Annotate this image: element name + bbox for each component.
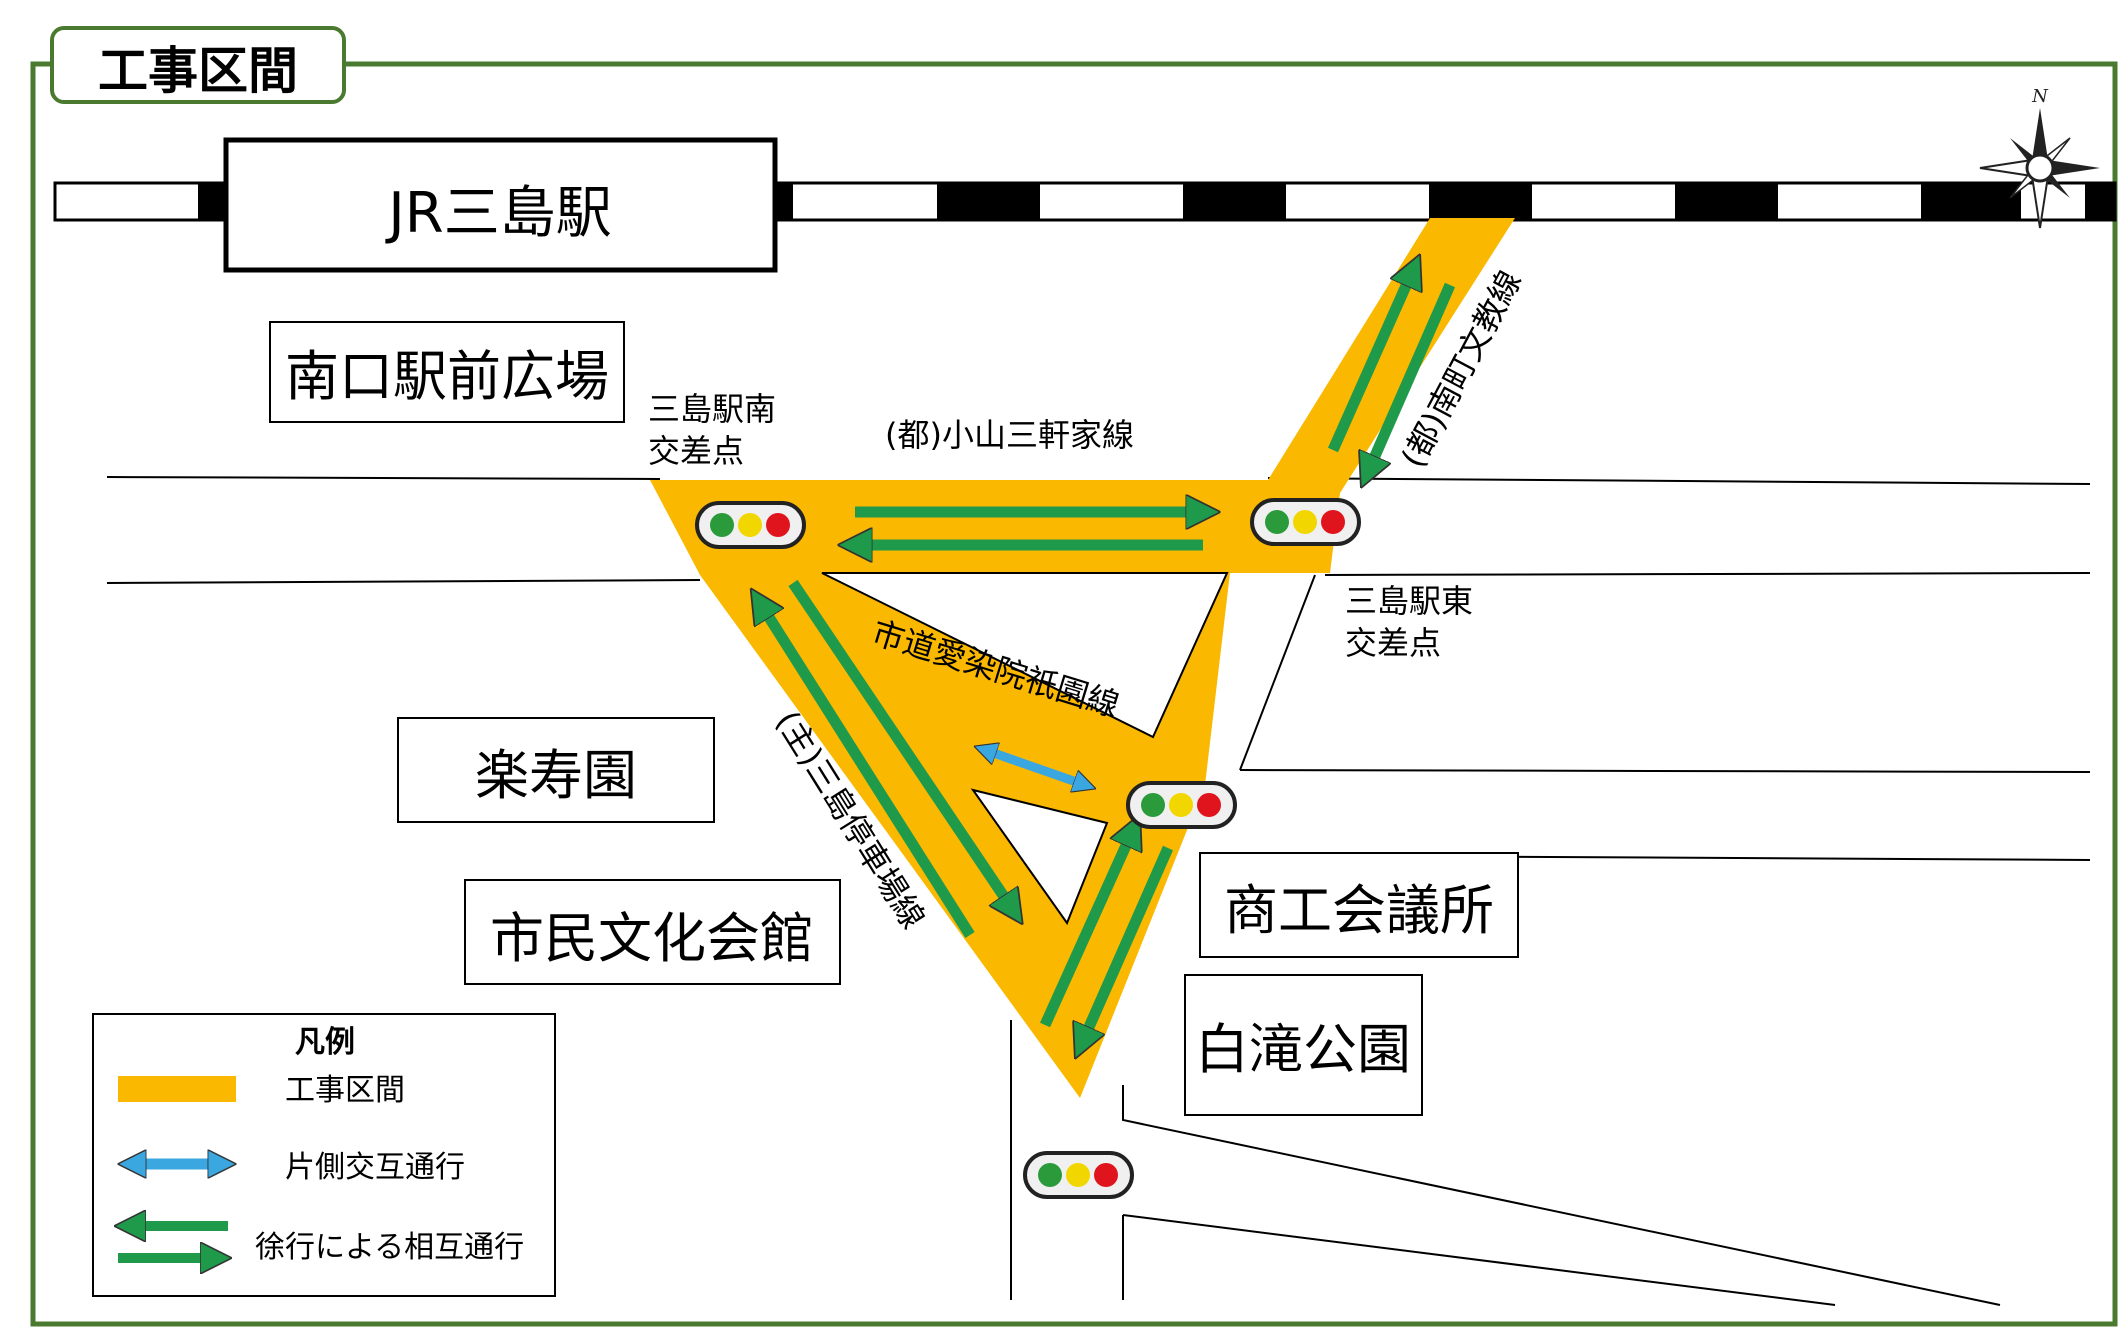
legend-item-construction: 工事区間	[285, 1073, 405, 1108]
traffic-signal-icon	[1250, 498, 1361, 546]
road-koyama-label: (都)小山三軒家線	[885, 416, 1134, 454]
header-tab: 工事区間	[50, 26, 346, 104]
legend-construction-swatch	[118, 1076, 236, 1102]
svg-text:南口駅前広場: 南口駅前広場	[285, 345, 609, 408]
map-frame	[30, 61, 2118, 1327]
intersection-south-label-1: 三島駅南	[648, 390, 776, 428]
place-chamber: 商工会議所	[1199, 852, 1519, 958]
svg-text:商工会議所: 商工会議所	[1224, 879, 1494, 942]
station-box: JR三島駅	[223, 137, 778, 273]
svg-text:市民文化会館: 市民文化会館	[490, 907, 814, 970]
svg-text:白滝公園: 白滝公園	[1195, 1018, 1411, 1081]
alternate-traffic-arrow	[985, 750, 1085, 785]
station-name: JR三島駅	[385, 181, 611, 246]
construction-area	[650, 218, 1515, 1098]
legend-item-alternate: 片側交互通行	[285, 1150, 465, 1185]
legend-title: 凡例	[295, 1025, 355, 1060]
two-way-traffic-arrows	[760, 270, 1456, 1043]
place-plaza: 南口駅前広場	[269, 321, 625, 423]
place-park: 白滝公園	[1184, 974, 1423, 1116]
traffic-signal-icon	[1023, 1151, 1134, 1199]
place-rakujuen: 楽寿園	[397, 717, 715, 823]
svg-text:N: N	[2031, 86, 2049, 107]
intersection-east-label-2: 交差点	[1345, 624, 1441, 662]
traffic-signal-icon	[1126, 781, 1237, 829]
intersection-east-label-1: 三島駅東	[1345, 582, 1473, 620]
legend-two-way-arrow-icon	[118, 1226, 228, 1258]
svg-text:楽寿園: 楽寿園	[475, 744, 637, 807]
intersection-south-label-2: 交差点	[648, 432, 744, 470]
legend: 凡例 工事区間 片側交互通行 徐行による相互通行	[92, 1013, 556, 1297]
legend-item-two-way: 徐行による相互通行	[255, 1230, 524, 1265]
compass-icon: N	[1979, 86, 2100, 229]
place-culture-hall: 市民文化会館	[464, 879, 841, 985]
page-title: 工事区間	[98, 42, 298, 100]
traffic-signal-icon	[695, 501, 806, 549]
